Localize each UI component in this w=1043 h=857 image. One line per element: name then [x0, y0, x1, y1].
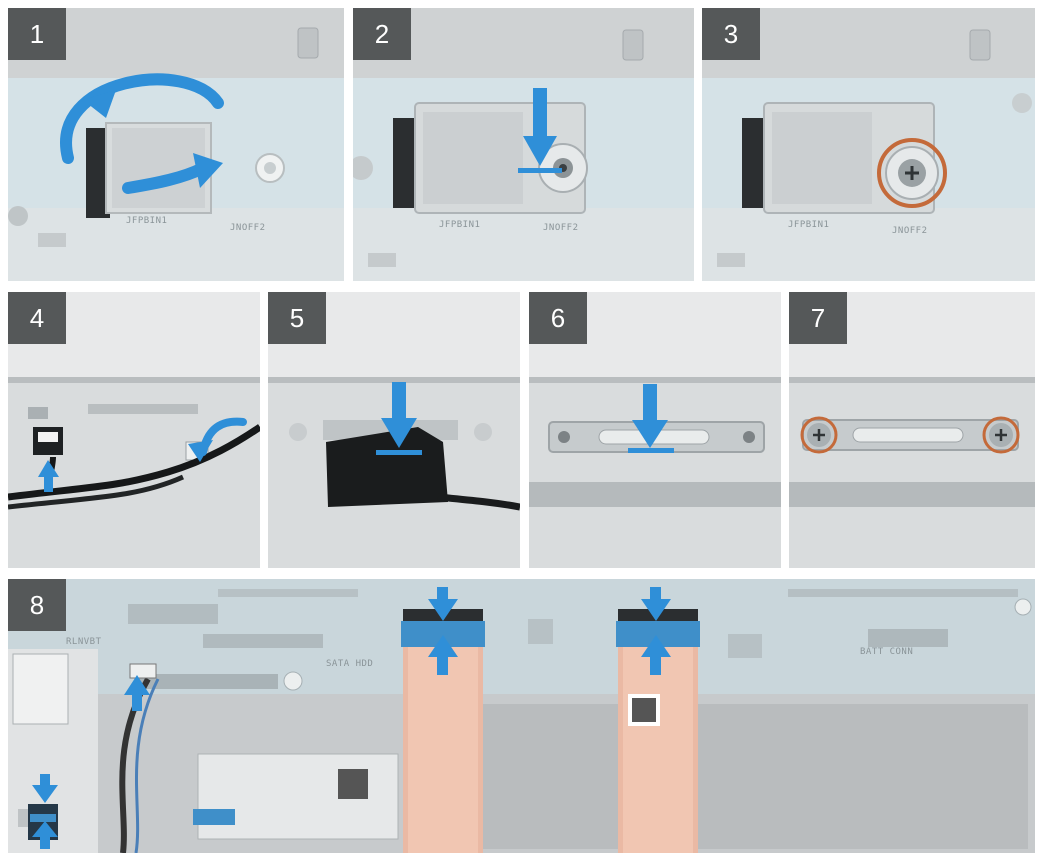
- step-number-badge: 3: [702, 8, 760, 60]
- step-2-panel: JFPBIN1 JNOFF2 2: [353, 8, 694, 281]
- step-number-badge: 6: [529, 292, 587, 344]
- board-label: JNOFF2: [230, 223, 266, 233]
- step-1-panel: JFPBIN1 JNOFF2 1: [8, 8, 344, 281]
- step-7-illustration: [789, 292, 1035, 568]
- board-label: BATT CONN: [860, 647, 914, 657]
- step-1-illustration: [8, 8, 344, 281]
- step-4-illustration: [8, 292, 260, 568]
- step-7-panel: 7: [789, 292, 1035, 568]
- board-label: JFPBIN1: [439, 220, 481, 230]
- step-number-badge: 4: [8, 292, 66, 344]
- step-number-badge: 5: [268, 292, 326, 344]
- step-number-badge: 7: [789, 292, 847, 344]
- step-6-panel: 6: [529, 292, 781, 568]
- step-number-badge: 2: [353, 8, 411, 60]
- step-number-badge: 1: [8, 8, 66, 60]
- board-label: JNOFF2: [892, 226, 928, 236]
- step-4-panel: 4: [8, 292, 260, 568]
- step-5-panel: 5: [268, 292, 520, 568]
- board-label: RLNVBT: [66, 637, 102, 647]
- step-number-badge: 8: [8, 579, 66, 631]
- step-3-panel: JFPBIN1 JNOFF2 3: [702, 8, 1035, 281]
- step-8-illustration: [8, 579, 1035, 853]
- board-label: JFPBIN1: [788, 220, 830, 230]
- board-label: SATA HDD: [326, 659, 374, 669]
- step-5-illustration: [268, 292, 520, 568]
- board-label: JFPBIN1: [126, 216, 168, 226]
- board-label: JNOFF2: [543, 223, 579, 233]
- step-8-panel: SATA HDD BATT CONN RLNVBT 8: [8, 579, 1035, 853]
